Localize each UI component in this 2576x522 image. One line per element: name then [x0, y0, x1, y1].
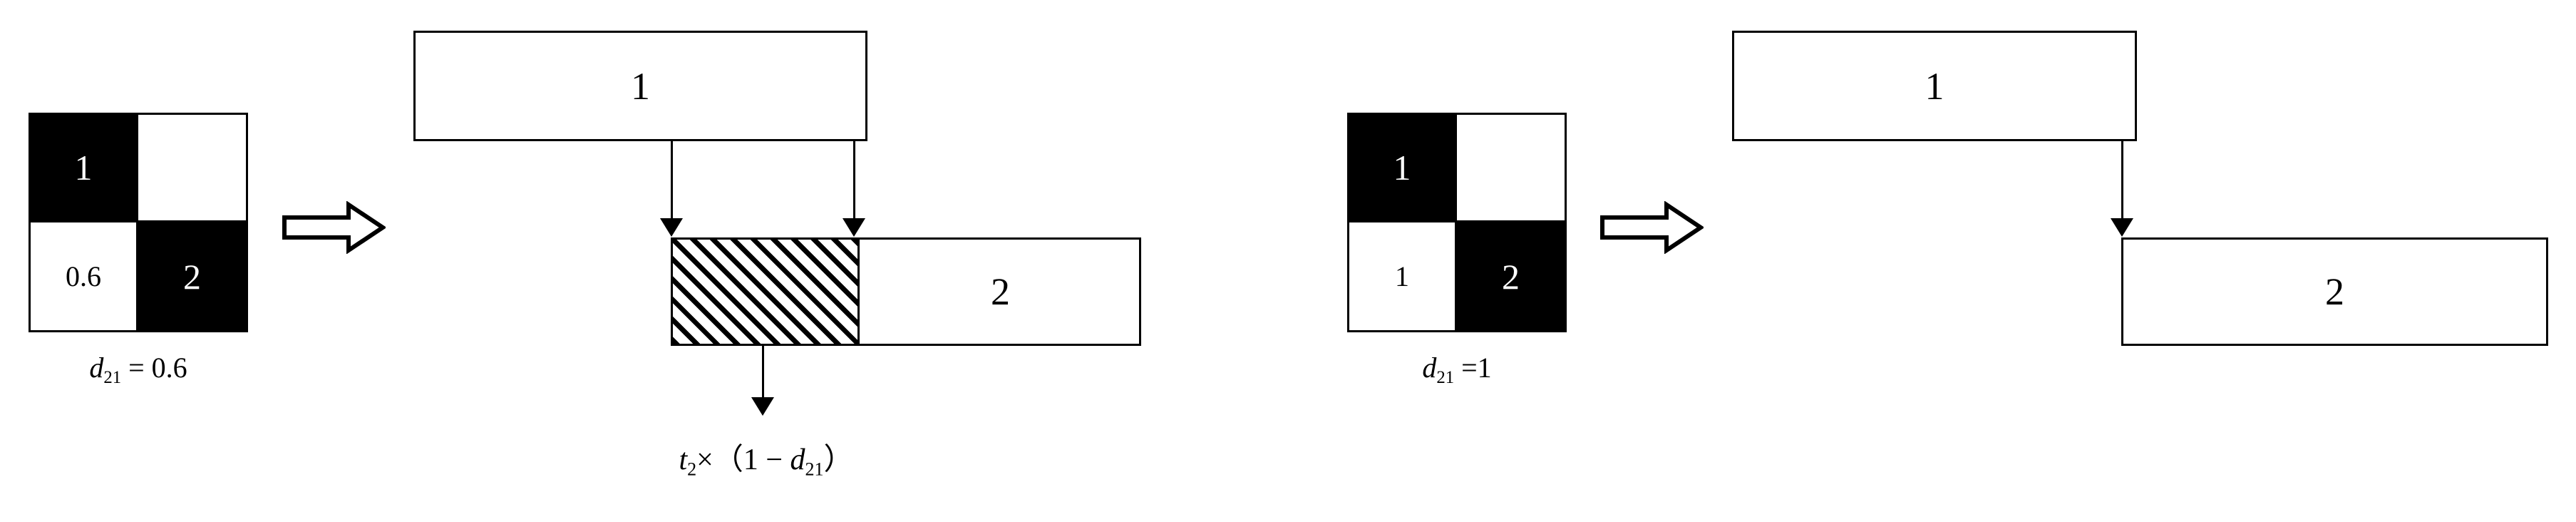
left-implication-arrow: [282, 200, 387, 255]
matrix-cell-text: 0.6: [66, 260, 101, 292]
right-matrix-caption: d21 =1: [1347, 351, 1567, 388]
caption-equals: =: [1461, 352, 1478, 384]
caption-relation: [121, 352, 128, 384]
formula-t: t: [679, 444, 688, 476]
right-task2-label: 2: [2325, 270, 2344, 313]
formula-space-2: [783, 444, 790, 476]
left-connector-line-b: [853, 141, 855, 221]
left-connector-line-a: [671, 141, 673, 221]
right-dependency-matrix: 1 1 2: [1347, 113, 1567, 332]
right-implication-arrow: [1600, 200, 1705, 255]
formula-minus: −: [766, 444, 783, 476]
matrix-cell-r1c2: [138, 115, 246, 222]
caption-symbol: d: [89, 352, 104, 384]
caption-space: [145, 352, 152, 384]
caption-space: [1454, 352, 1461, 384]
right-task1-bar: 1: [1732, 31, 2137, 141]
caption-symbol: d: [1422, 352, 1437, 384]
matrix-cell-r1c1: 1: [31, 115, 138, 222]
caption-subscript: 21: [103, 367, 122, 387]
right-connector-arrowhead: [2111, 218, 2133, 237]
left-annotation-formula: t2×（1 − d21）: [613, 435, 919, 480]
right-task2-bar: 2: [2121, 237, 2548, 346]
matrix-cell-r2c1: 0.6: [31, 222, 138, 330]
implication-arrow-icon: [1600, 200, 1705, 255]
formula-one: 1: [743, 444, 758, 476]
left-annotation-line: [762, 346, 764, 400]
left-connector-arrowhead-b: [843, 218, 865, 237]
right-task1-label: 1: [1925, 64, 1944, 108]
left-connector-arrowhead-a: [660, 218, 683, 237]
matrix-cell-r1c2: [1457, 115, 1565, 222]
matrix-cell-text: 2: [1502, 256, 1520, 297]
caption-equals: =: [128, 352, 145, 384]
left-annotation-arrowhead: [751, 397, 774, 416]
formula-t-sub: 2: [687, 459, 697, 480]
left-hatched-overlap: [671, 237, 860, 346]
left-task1-label: 1: [631, 64, 650, 108]
matrix-cell-text: 1: [74, 148, 93, 188]
caption-value: 1: [1477, 352, 1492, 384]
matrix-cell-r1c1: 1: [1349, 115, 1457, 222]
left-task2-label: 2: [991, 270, 1010, 313]
left-task1-bar: 1: [413, 31, 867, 141]
matrix-cell-r2c2: 2: [138, 222, 246, 330]
formula-times: ×: [696, 444, 713, 476]
formula-d-sub: 21: [805, 459, 824, 480]
formula-close-paren: ）: [823, 444, 854, 476]
formula-space-1: [758, 444, 766, 476]
caption-value: 0.6: [151, 352, 187, 384]
caption-subscript: 21: [1436, 367, 1455, 387]
matrix-cell-r2c2: 2: [1457, 222, 1565, 330]
right-connector-line: [2121, 141, 2123, 221]
left-dependency-matrix: 1 0.6 2: [29, 113, 248, 332]
left-matrix-caption: d21 = 0.6: [29, 351, 248, 388]
matrix-cell-text: 1: [1395, 260, 1409, 292]
left-task2-label-wrap: 2: [860, 237, 1141, 346]
matrix-cell-text: 2: [183, 256, 201, 297]
matrix-cell-r2c1: 1: [1349, 222, 1457, 330]
implication-arrow-icon: [282, 200, 387, 255]
formula-open-paren: （: [713, 444, 743, 476]
formula-d: d: [790, 444, 805, 476]
matrix-cell-text: 1: [1393, 148, 1411, 188]
